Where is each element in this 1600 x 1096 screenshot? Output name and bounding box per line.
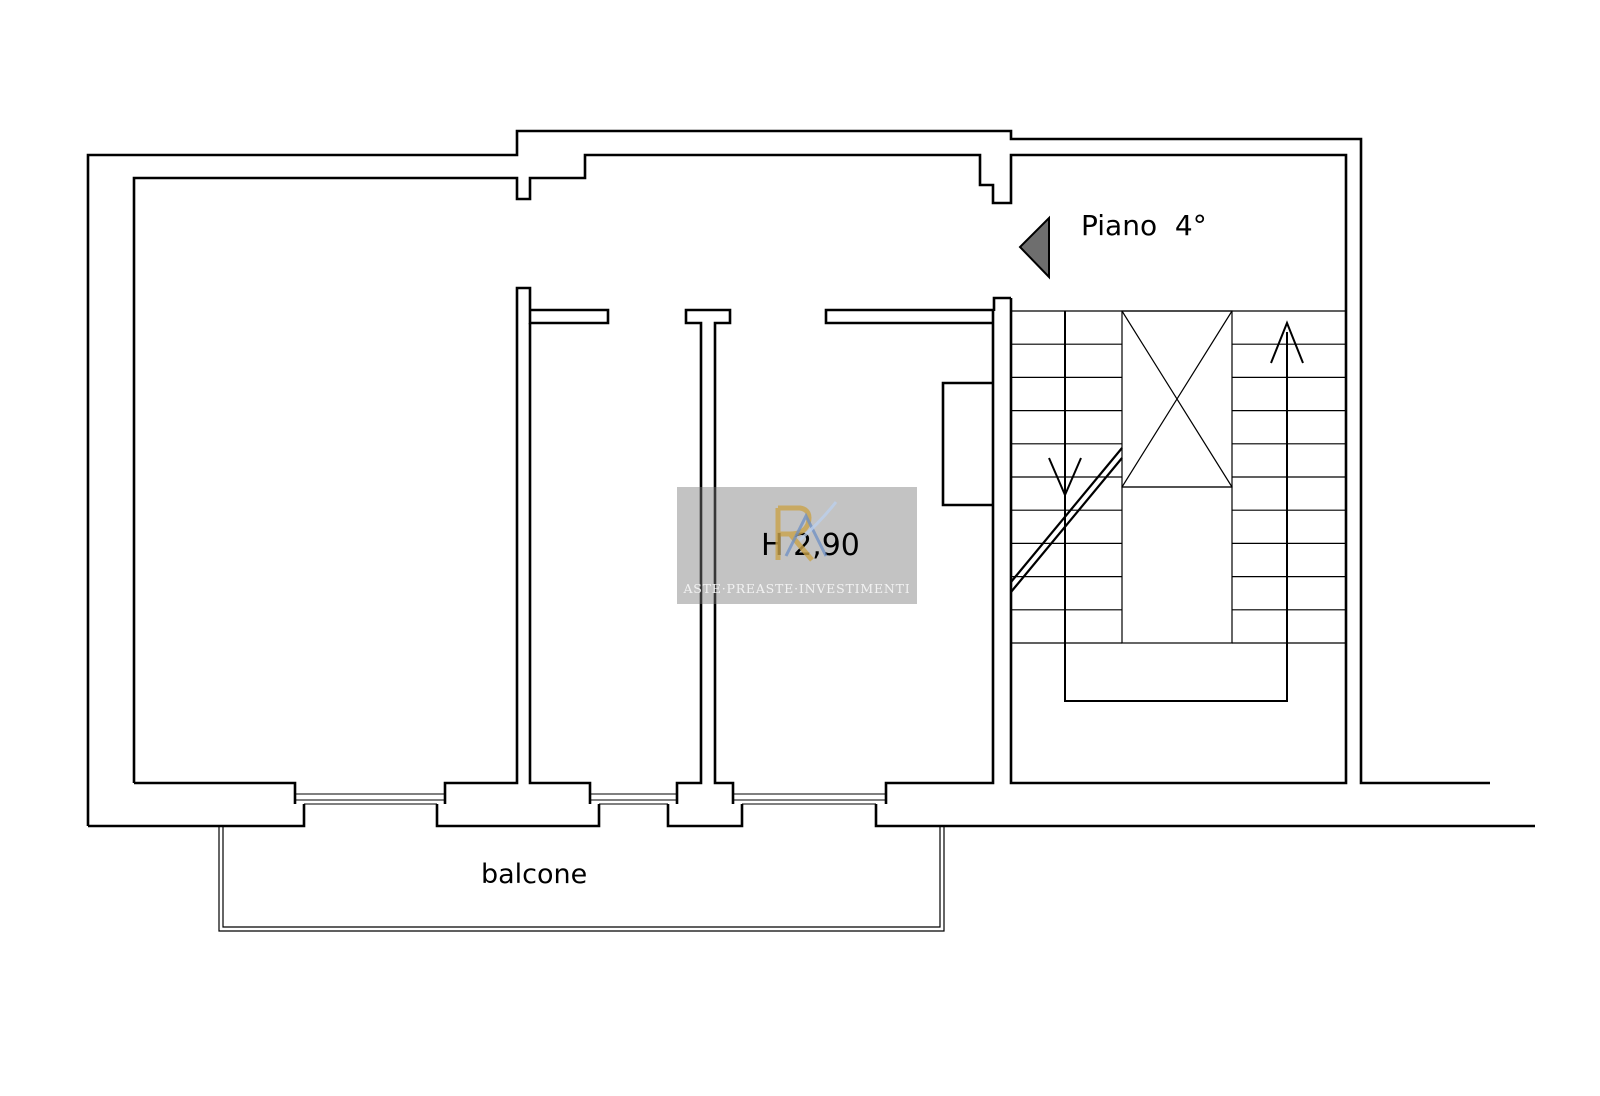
floor-label: Piano 4° <box>1081 209 1207 242</box>
partition-wall-2 <box>824 308 995 804</box>
window-1 <box>295 793 445 805</box>
window-3 <box>733 793 886 805</box>
room1-bottom-wall <box>134 286 610 804</box>
watermark-logo-icon <box>775 501 838 562</box>
outer-wall-bottom <box>88 804 1535 828</box>
watermark: H 2,90 ASTE·PREASTE·INVESTIMENTI <box>677 487 917 604</box>
outer-wall <box>86 129 1490 826</box>
window-2 <box>590 793 677 805</box>
staircase <box>1010 310 1346 702</box>
inner-wall <box>132 153 1348 785</box>
arrow-up-icon <box>1270 320 1304 364</box>
wall-niche <box>941 381 993 507</box>
watermark-text: ASTE·PREASTE·INVESTIMENTI <box>682 581 910 596</box>
balcony-outline <box>218 826 945 932</box>
balcony-label: balcone <box>481 859 587 890</box>
arrow-down-icon <box>1048 457 1082 498</box>
orientation-triangle-icon <box>1018 215 1050 280</box>
